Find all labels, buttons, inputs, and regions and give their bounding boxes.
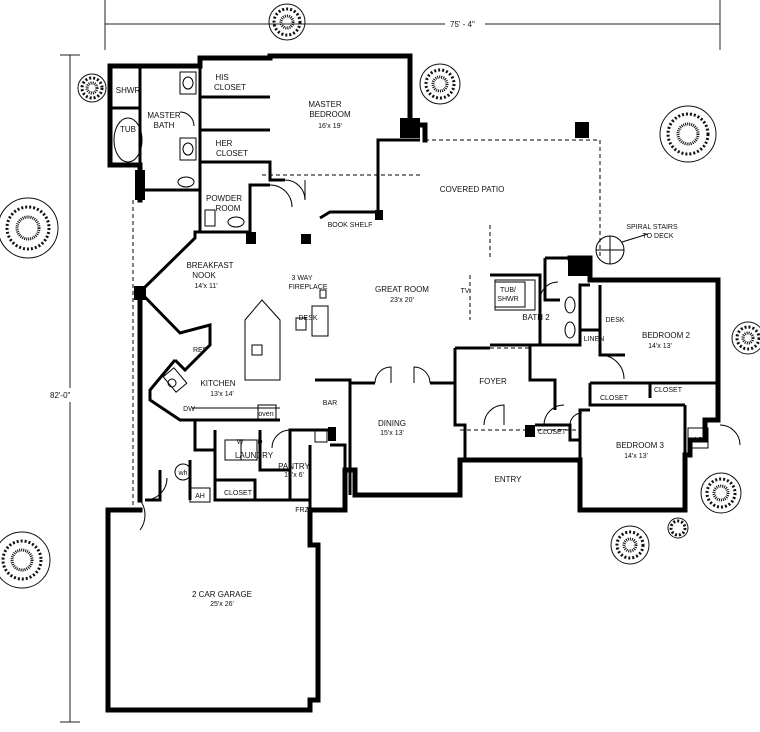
label-closet-foyer: CLOSET: [538, 429, 567, 436]
label-garage: 2 CAR GARAGE: [192, 590, 252, 599]
label-book-shelf: BOOK SHELF: [328, 222, 373, 229]
label-pantry: PANTRY: [278, 462, 310, 471]
label-laundry: LAUNDRY: [235, 451, 274, 460]
label-tub: TUB: [120, 125, 136, 134]
label-wh: wh: [178, 470, 188, 477]
label-w: W: [237, 439, 244, 446]
label-frz: FRZ: [295, 507, 309, 514]
label-powder-room-2: ROOM: [216, 204, 241, 213]
tree-icon: [0, 197, 59, 259]
label-his-closet-2: CLOSET: [214, 83, 246, 92]
toilet-icon: [177, 176, 195, 188]
label-breakfast-nook-2: NOOK: [192, 271, 216, 280]
room-labels: SHWR TUB MASTER BATH HIS CLOSET HER CLOS…: [116, 73, 703, 608]
label-great-room-size: 23'x 20': [390, 297, 414, 304]
label-her-closet-2: CLOSET: [216, 149, 248, 158]
tree-icon: [77, 73, 107, 103]
label-tv: TV: [461, 288, 470, 295]
landscape-trees: [0, 3, 760, 589]
label-bedroom-2: BEDROOM 2: [642, 331, 691, 340]
label-closet-laundry: CLOSET: [224, 490, 253, 497]
label-bar: BAR: [323, 400, 337, 407]
label-his-closet-1: HIS: [215, 73, 228, 82]
label-tub-shwr-2: SHWR: [497, 296, 518, 303]
label-bedroom-3: BEDROOM 3: [616, 441, 665, 450]
door-swings: [139, 111, 741, 531]
tree-icon: [700, 472, 742, 514]
label-her-closet-1: HER: [216, 139, 233, 148]
toilet-icon: [564, 321, 576, 339]
kitchen-island: [244, 299, 281, 381]
label-ac: AC: [693, 437, 703, 444]
label-kitchen-size: 13'x 14': [210, 391, 234, 398]
label-kitchen: KITCHEN: [200, 379, 235, 388]
label-master-bedroom-1: MASTER: [308, 100, 342, 109]
label-shwr: SHWR: [116, 86, 141, 95]
fixtures: [113, 71, 709, 503]
label-bedroom-2-size: 14'x 13': [648, 343, 672, 350]
tree-icon: [419, 63, 461, 105]
label-covered-patio: COVERED PATIO: [440, 185, 505, 194]
dimension-lines: [60, 0, 721, 723]
sink-icon: [182, 142, 194, 156]
label-desk-1: DESK: [298, 315, 317, 322]
tree-icon: [731, 321, 760, 355]
interior-walls: [110, 64, 718, 510]
label-pantry-size: 19'x 6': [284, 472, 304, 479]
sink-icon: [182, 76, 194, 90]
label-master-bedroom-2: BEDROOM: [309, 110, 351, 119]
label-foyer: FOYER: [479, 377, 507, 386]
label-entry: ENTRY: [495, 475, 523, 484]
water-heater-icon: [174, 463, 192, 481]
dashed-lines: [132, 139, 601, 510]
label-dw: DW: [183, 406, 195, 413]
toilet-icon: [227, 216, 245, 228]
label-fireplace-1: 3 WAY: [291, 275, 312, 282]
label-ref: REF: [193, 347, 207, 354]
tree-icon: [0, 531, 51, 589]
label-master-bath-2: BATH: [154, 121, 175, 130]
label-spiral-stairs-1: SPIRAL STAIRS: [626, 224, 678, 231]
tree-icon: [659, 105, 717, 163]
tree-icon: [667, 517, 689, 539]
label-oven: oven: [258, 411, 273, 418]
label-fireplace-2: FIREPLACE: [289, 284, 328, 291]
sink-icon: [564, 296, 576, 314]
label-master-bath-1: MASTER: [147, 111, 181, 120]
tree-icon: [610, 525, 650, 565]
label-breakfast-nook-size: 14'x 11': [194, 283, 217, 290]
label-breakfast-nook-1: BREAKFAST: [186, 261, 233, 270]
bathtub-icon: [113, 117, 143, 163]
label-closet-b2: CLOSET: [654, 387, 683, 394]
label-bath-2: BATH 2: [522, 313, 550, 322]
label-dining: DINING: [378, 419, 406, 428]
label-powder-room-1: POWDER: [206, 194, 242, 203]
wall-pillars: [134, 118, 589, 441]
label-desk-2: DESK: [605, 317, 624, 324]
depth-dimension: 82'-0": [50, 391, 71, 400]
label-linen: LINEN: [584, 336, 605, 343]
label-bedroom-3-size: 14'x 13': [624, 453, 648, 460]
label-spiral-stairs-2: TO DECK: [643, 233, 674, 240]
width-dimension: 75' - 4": [450, 20, 475, 29]
label-closet-b3: CLOSET: [600, 395, 629, 402]
label-great-room: GREAT ROOM: [375, 285, 429, 294]
tree-icon: [268, 3, 306, 41]
label-ah: AH: [195, 493, 205, 500]
label-tub-shwr-1: TUB/: [500, 287, 516, 294]
label-garage-size: 25'x 26': [210, 601, 234, 608]
label-d: D: [257, 439, 262, 446]
label-dining-size: 15'x 13': [380, 430, 404, 437]
label-master-bedroom-size: 16'x 19': [318, 123, 342, 130]
